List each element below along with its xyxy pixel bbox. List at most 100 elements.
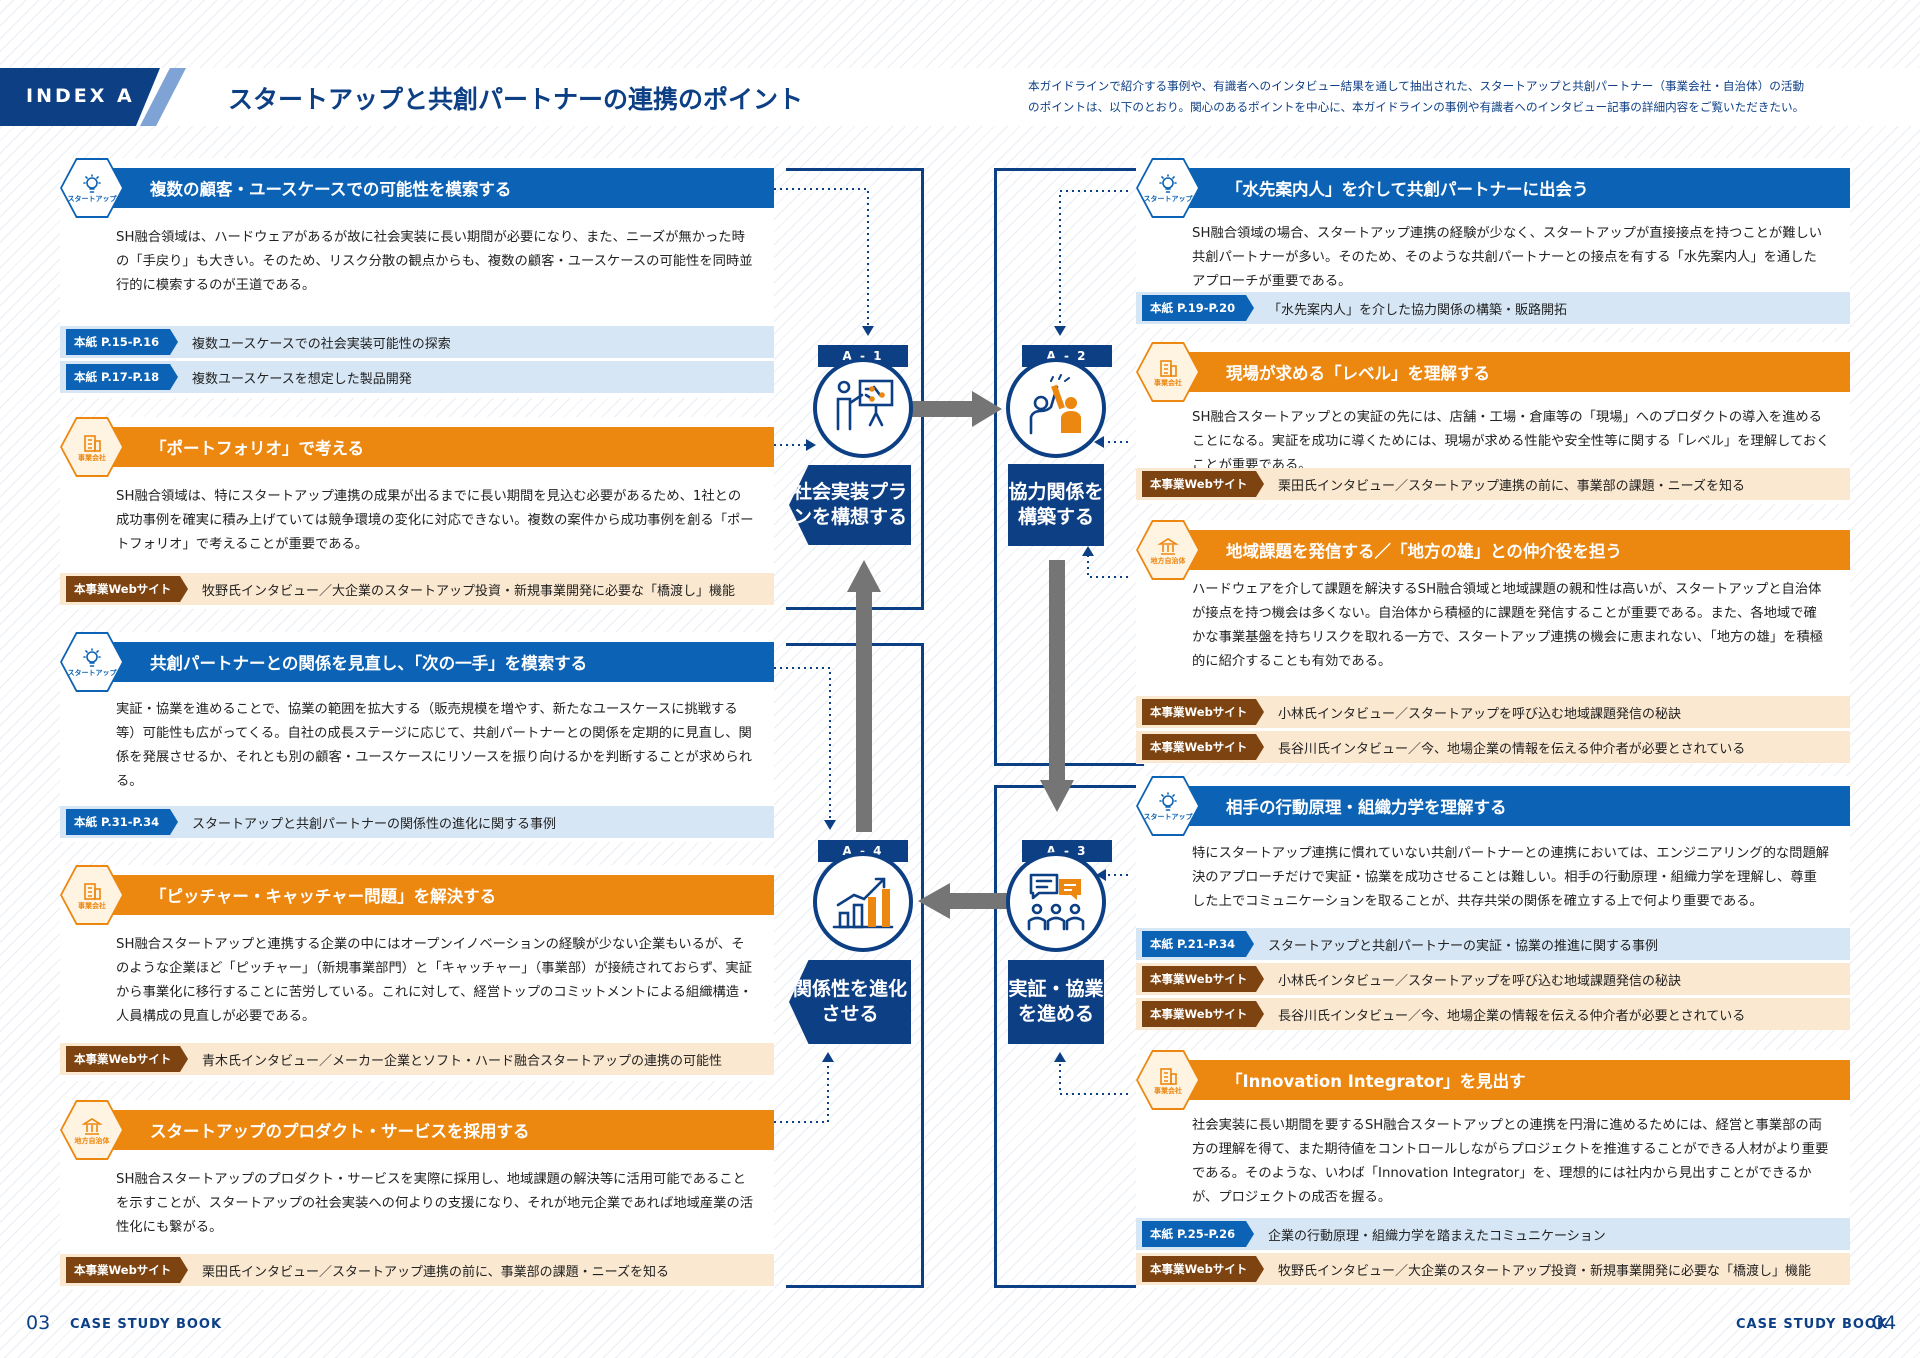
reference-tag: 本紙 P.17-P.18 bbox=[66, 364, 178, 390]
reference-text: 小林氏インタビュー／スタートアップを呼び込む地域課題発信の秘訣 bbox=[1278, 973, 1682, 989]
reference-row[interactable]: 本事業Webサイト長谷川氏インタビュー／今、地場企業の情報を伝える仲介者が必要と… bbox=[1136, 998, 1850, 1030]
category-label: 事業会社 bbox=[1154, 378, 1182, 387]
reference-tag: 本事業Webサイト bbox=[1142, 966, 1264, 992]
category-badge-company: 事業会社 bbox=[1136, 1050, 1200, 1110]
reference-text: 栗田氏インタビュー／スタートアップ連携の前に、事業部の課題・ニーズを知る bbox=[202, 1264, 669, 1280]
reference-row[interactable]: 本紙 P.19-P.20 「水先案内人」を介した協力関係の構築・販路開拓 bbox=[1136, 292, 1850, 324]
category-badge-local: 地方自治体 bbox=[1136, 520, 1200, 580]
card-title: 共創パートナーとの関係を見直し、「次の一手」を模索する bbox=[100, 642, 774, 682]
card-title: 複数の顧客・ユースケースでの可能性を模索する bbox=[100, 168, 774, 208]
stage-a1-circle bbox=[813, 358, 913, 458]
presentation-icon bbox=[836, 379, 894, 431]
card-body: ハードウェアを介して課題を解決するSH融合領域と地域課題の親和性は高いが、スター… bbox=[1192, 582, 1824, 669]
category-badge-startup: スタートアップ bbox=[1136, 776, 1200, 836]
reference-row[interactable]: 本紙 P.21-P.34 スタートアップと共創パートナーの実証・協業の推進に関する… bbox=[1136, 928, 1850, 960]
frame-a1 bbox=[786, 168, 924, 610]
reference-row[interactable]: 本紙 P.17-P.18 複数ユースケースを想定した製品開発 bbox=[60, 361, 774, 393]
card-body: 特にスタートアップ連携に慣れていない共創パートナーとの連携においては、エンジニア… bbox=[1192, 846, 1830, 909]
meeting-icon bbox=[1027, 873, 1085, 931]
category-label: 地方自治体 bbox=[74, 1136, 110, 1145]
reference-text: 牧野氏インタビュー／大企業のスタートアップ投資・新規事業開発に必要な「橋渡し」機… bbox=[202, 583, 736, 599]
category-badge-startup: スタートアップ bbox=[60, 158, 124, 218]
card-title: スタートアップのプロダクト・サービスを採用する bbox=[100, 1110, 774, 1150]
intro-text-line1: 本ガイドラインで紹介する事例や、有識者へのインタビュー結果を通して抽出された、ス… bbox=[1028, 79, 1805, 93]
footer-label-left: CASE STUDY BOOK bbox=[70, 1317, 223, 1332]
reference-row[interactable]: 本事業Webサイト栗田氏インタビュー／スタートアップ連携の前に、事業部の課題・ニ… bbox=[60, 1254, 774, 1286]
intro-text-line2: のポイントは、以下のとおり。関心のあるポイントを中心に、本ガイドラインの事例や有… bbox=[1028, 100, 1805, 114]
card-title: 地域課題を発信する／「地方の雄」との仲介役を担う bbox=[1176, 530, 1850, 570]
reference-tag: 本事業Webサイト bbox=[1142, 734, 1264, 760]
reference-tag: 本紙 P.19-P.20 bbox=[1142, 295, 1254, 321]
reference-text: 青木氏インタビュー／メーカー企業とソフト・ハード融合スタートアップの連携の可能性 bbox=[202, 1053, 723, 1069]
reference-row[interactable]: 本事業Webサイト小林氏インタビュー／スタートアップを呼び込む地域課題発信の秘訣 bbox=[1136, 696, 1850, 728]
reference-text: 企業の行動原理・組織力学を踏まえたコミュニケーション bbox=[1268, 1228, 1606, 1244]
reference-tag: 本紙 P.15-P.16 bbox=[66, 329, 178, 355]
stage-a2-label: 協力関係を構築する bbox=[1008, 464, 1104, 546]
index-label: INDEX A bbox=[26, 85, 135, 107]
point-card: 複数の顧客・ユースケースでの可能性を模索する スタートアップ SH融合領域は、ハ… bbox=[60, 158, 774, 398]
reference-text: 長谷川氏インタビュー／今、地場企業の情報を伝える仲介者が必要とされている bbox=[1278, 1008, 1746, 1024]
reference-tag: 本事業Webサイト bbox=[1142, 1256, 1264, 1282]
reference-text: スタートアップと共創パートナーの関係性の進化に関する事例 bbox=[192, 816, 557, 832]
card-title: 現場が求める「レベル」を理解する bbox=[1176, 352, 1850, 392]
city-hall-icon bbox=[1157, 537, 1179, 555]
reference-text: 栗田氏インタビュー／スタートアップ連携の前に、事業部の課題・ニーズを知る bbox=[1278, 478, 1745, 494]
reference-text: スタートアップと共創パートナーの実証・協業の推進に関する事例 bbox=[1268, 938, 1659, 954]
category-badge-company: 事業会社 bbox=[60, 417, 124, 477]
reference-row[interactable]: 本事業Webサイト長谷川氏インタビュー／今、地場企業の情報を伝える仲介者が必要と… bbox=[1136, 731, 1850, 763]
category-badge-company: 事業会社 bbox=[1136, 342, 1200, 402]
reference-text: 牧野氏インタビュー／大企業のスタートアップ投資・新規事業開発に必要な「橋渡し」機… bbox=[1278, 1263, 1812, 1279]
card-body: 社会実装に長い期間を要するSH融合スタートアップとの連携を円滑に進めるためには、… bbox=[1192, 1118, 1829, 1205]
lightbulb-icon bbox=[83, 173, 101, 193]
reference-text: 小林氏インタビュー／スタートアップを呼び込む地域課題発信の秘訣 bbox=[1278, 706, 1682, 722]
reference-row[interactable]: 本事業Webサイト牧野氏インタビュー／大企業のスタートアップ投資・新規事業開発に… bbox=[60, 573, 774, 605]
lightbulb-icon bbox=[1159, 791, 1177, 811]
category-label: スタートアップ bbox=[67, 194, 117, 203]
reference-row[interactable]: 本事業Webサイト青木氏インタビュー／メーカー企業とソフト・ハード融合スタートア… bbox=[60, 1043, 774, 1075]
reference-row[interactable]: 本事業Webサイト小林氏インタビュー／スタートアップを呼び込む地域課題発信の秘訣 bbox=[1136, 963, 1850, 995]
card-title: 「水先案内人」を介して共創パートナーに出会う bbox=[1176, 168, 1850, 208]
card-body: SH融合領域は、特にスタートアップ連携の成果が出るまでに長い期間を見込む必要があ… bbox=[116, 489, 754, 552]
point-card: 共創パートナーとの関係を見直し、「次の一手」を模索する スタートアップ 実証・協… bbox=[60, 632, 774, 842]
building-icon bbox=[1160, 1067, 1177, 1085]
category-label: スタートアップ bbox=[67, 668, 117, 677]
reference-text: 長谷川氏インタビュー／今、地場企業の情報を伝える仲介者が必要とされている bbox=[1278, 741, 1746, 757]
point-card: 「水先案内人」を介して共創パートナーに出会う スタートアップ SH融合領域の場合… bbox=[1136, 158, 1850, 328]
card-body: SH融合領域の場合、スタートアップ連携の経験が少なく、スタートアップが直接接点を… bbox=[1192, 226, 1823, 289]
category-label: 地方自治体 bbox=[1150, 556, 1186, 565]
reference-tag: 本紙 P.21-P.34 bbox=[1142, 931, 1254, 957]
card-body: SH融合領域は、ハードウェアがあるが故に社会実装に長い期間が必要になり、また、ニ… bbox=[116, 230, 753, 293]
header-band bbox=[0, 68, 1920, 126]
category-label: スタートアップ bbox=[1143, 812, 1193, 821]
reference-row[interactable]: 本事業Webサイト栗田氏インタビュー／スタートアップ連携の前に、事業部の課題・ニ… bbox=[1136, 468, 1850, 500]
footer-label-right: CASE STUDY BOOK bbox=[1736, 1317, 1889, 1332]
point-card: 「ポートフォリオ」で考える 事業会社 SH融合領域は、特にスタートアップ連携の成… bbox=[60, 417, 774, 609]
reference-tag: 本事業Webサイト bbox=[66, 576, 188, 602]
card-body: 実証・協業を進めることで、協業の範囲を拡大する（販売規模を増やす、新たなユースケ… bbox=[116, 702, 752, 789]
card-body: SH融合スタートアップのプロダクト・サービスを実際に採用し、地域課題の解決等に活… bbox=[116, 1172, 754, 1235]
stage-a1-label: 社会実装プランを構想する bbox=[789, 465, 911, 545]
stage-a3-circle bbox=[1006, 852, 1106, 952]
point-card: スタートアップのプロダクト・サービスを採用する 地方自治体 SH融合スタートアッ… bbox=[60, 1100, 774, 1290]
stage-a2-circle bbox=[1006, 358, 1106, 458]
reference-text: 複数ユースケースを想定した製品開発 bbox=[192, 371, 412, 387]
reference-tag: 本事業Webサイト bbox=[1142, 1001, 1264, 1027]
stage-a4-circle bbox=[813, 852, 913, 952]
high-five-icon bbox=[1029, 374, 1081, 435]
frame-a4 bbox=[786, 643, 924, 1288]
stage-a3-label: 実証・協業を進める bbox=[1008, 960, 1104, 1044]
category-badge-startup: スタートアップ bbox=[60, 632, 124, 692]
card-title: 「Innovation Integrator」を見出す bbox=[1176, 1060, 1850, 1100]
reference-text: 「水先案内人」を介した協力関係の構築・販路開拓 bbox=[1268, 302, 1568, 318]
category-badge-company: 事業会社 bbox=[60, 865, 124, 925]
point-card: 「Innovation Integrator」を見出す 事業会社 社会実装に長い… bbox=[1136, 1050, 1850, 1288]
index-label-box bbox=[0, 68, 160, 126]
category-badge-local: 地方自治体 bbox=[60, 1100, 124, 1160]
reference-row[interactable]: 本事業Webサイト牧野氏インタビュー／大企業のスタートアップ投資・新規事業開発に… bbox=[1136, 1253, 1850, 1285]
card-title: 「ポートフォリオ」で考える bbox=[100, 427, 774, 467]
lightbulb-icon bbox=[1159, 173, 1177, 193]
